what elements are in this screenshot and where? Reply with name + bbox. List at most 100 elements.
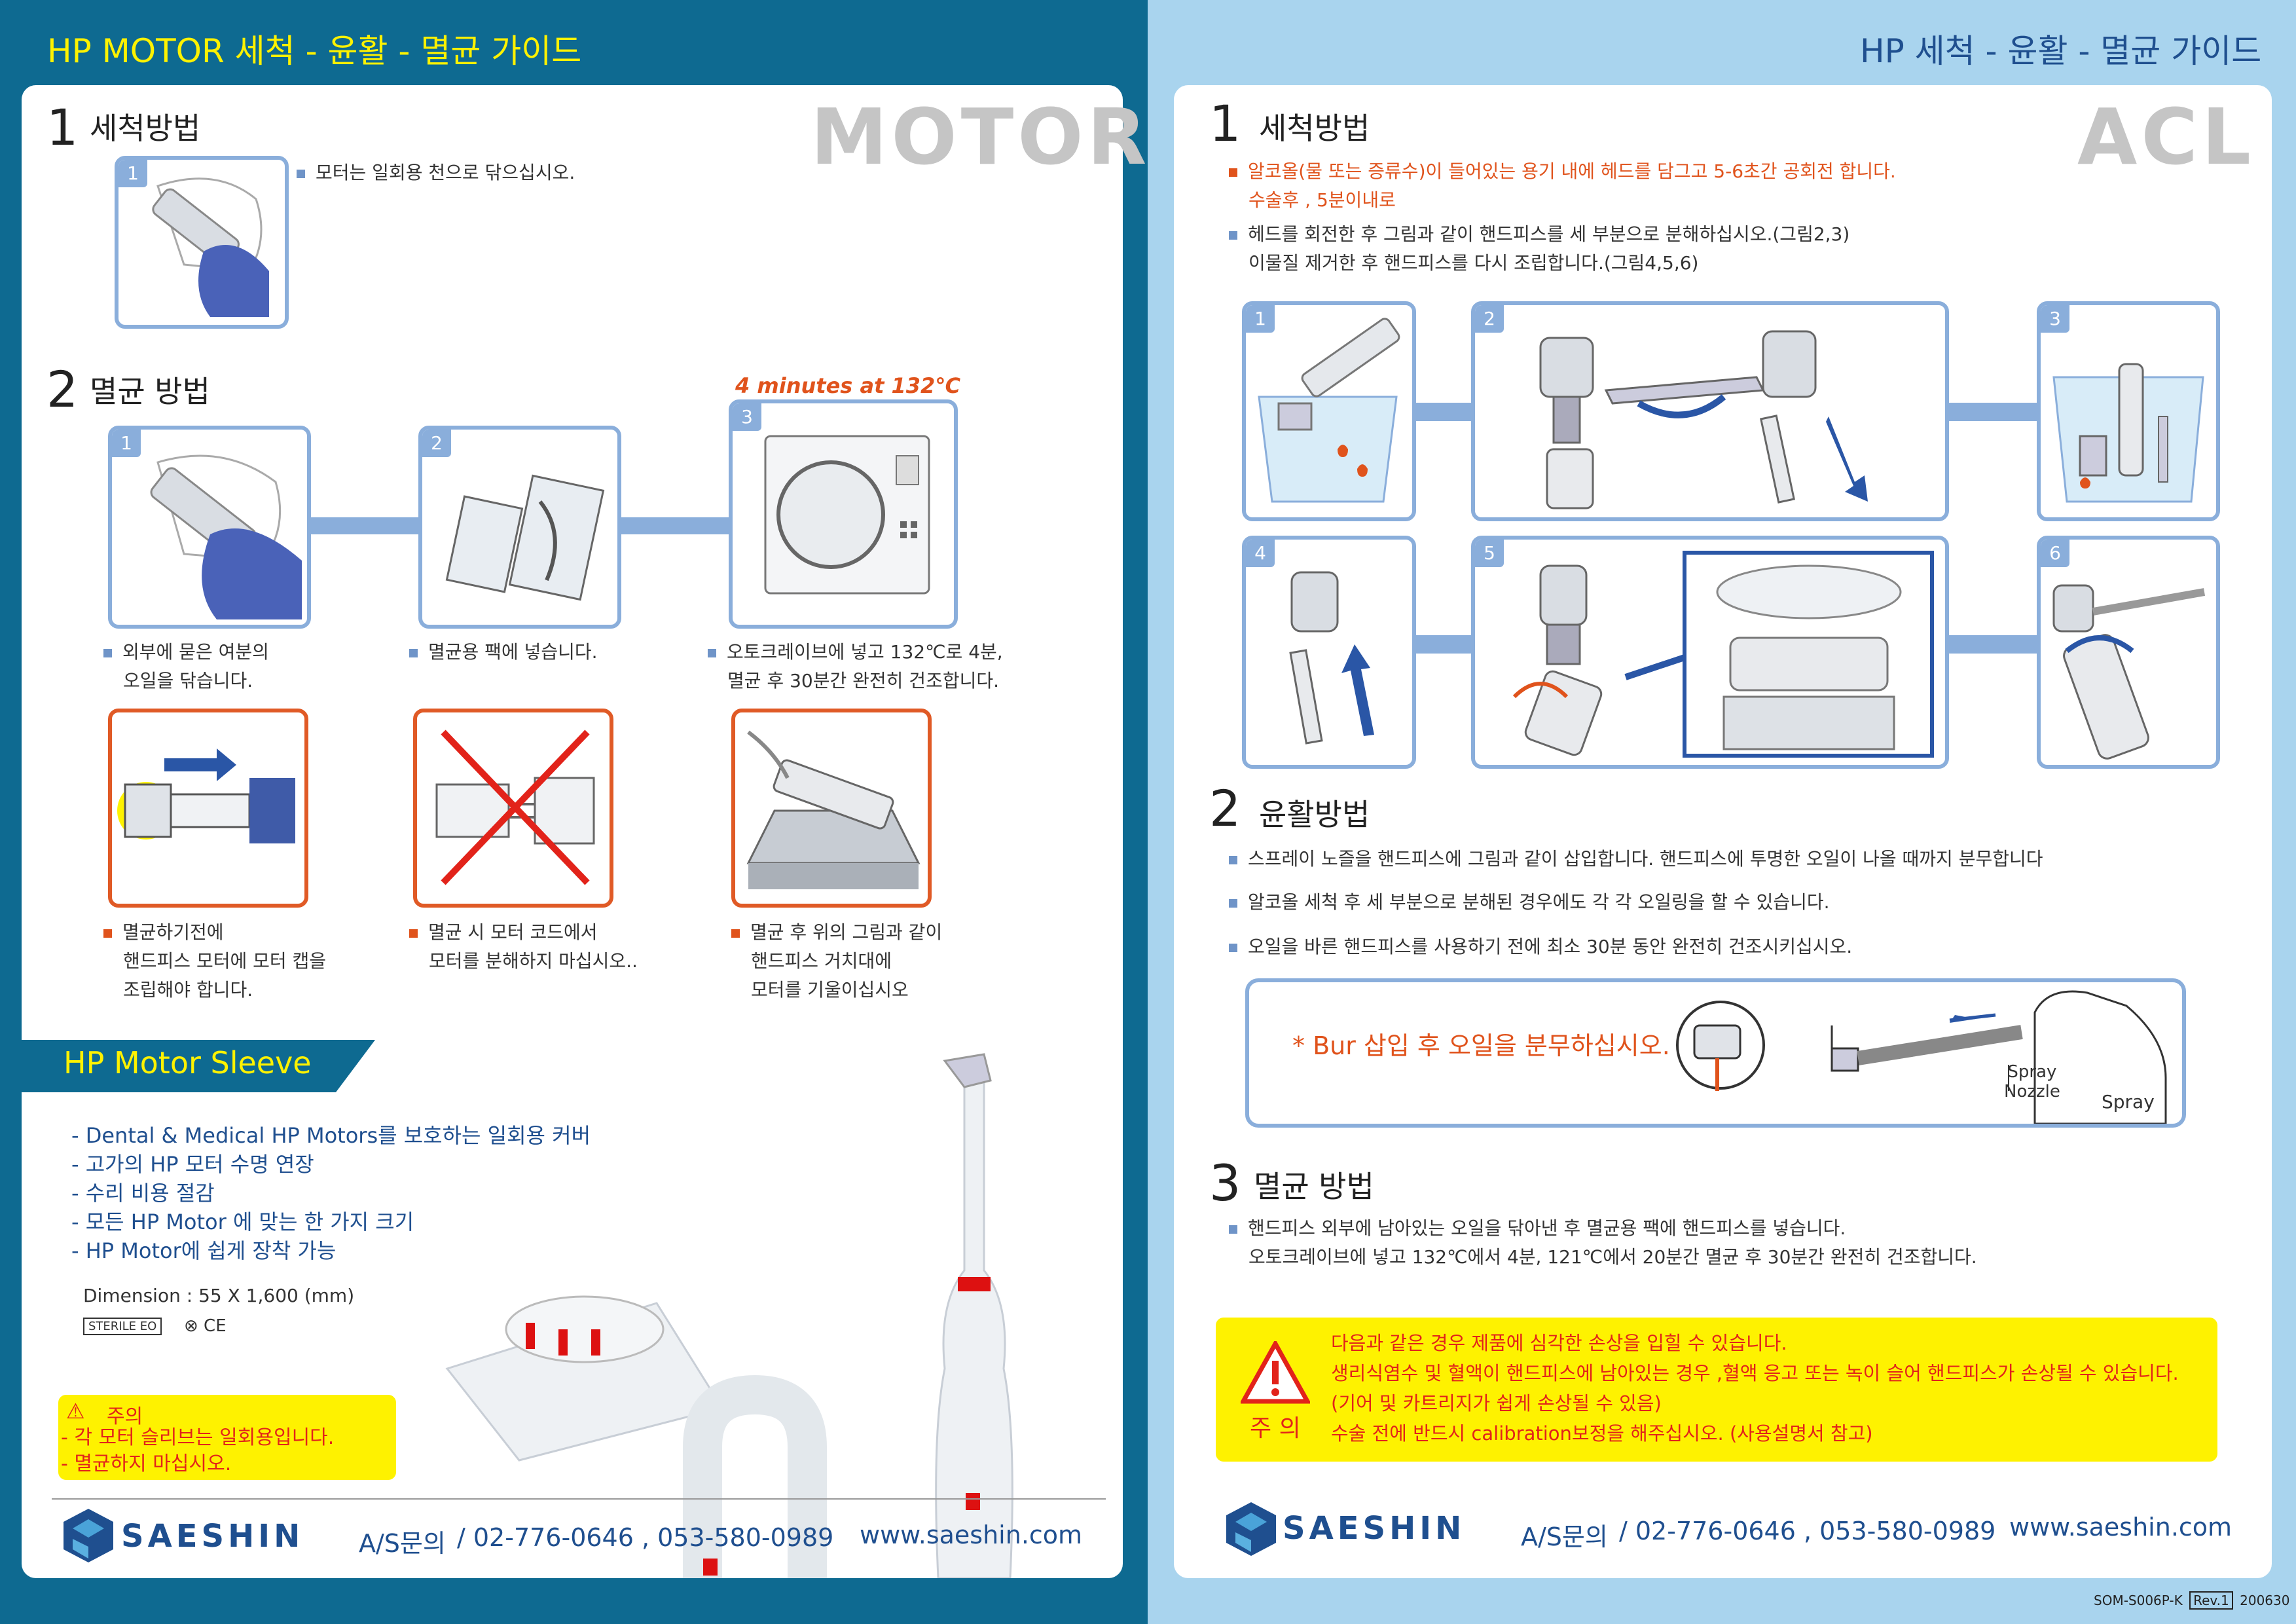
parts-in-liquid-icon bbox=[2052, 363, 2204, 503]
wipe-motor-icon bbox=[152, 177, 269, 317]
step-badge: 1 bbox=[118, 160, 147, 187]
sleeve-product-illustration bbox=[445, 1053, 1013, 1578]
sterilization-pouch-icon bbox=[445, 474, 605, 601]
acl-step6-image: 6 bbox=[2037, 536, 2220, 769]
connector bbox=[1945, 635, 2043, 654]
warning-triangle-icon bbox=[1241, 1341, 1310, 1404]
step-badge: 2 bbox=[422, 430, 451, 457]
sleeve-feature: - 수리 비용 절감 bbox=[71, 1181, 215, 1206]
step-badge: 2 bbox=[1475, 305, 1504, 333]
brand-name: SAESHIN bbox=[1283, 1510, 1466, 1547]
reassemble-step5-icon bbox=[1512, 551, 1934, 758]
acl-step3-image: 3 bbox=[2037, 301, 2220, 521]
sec1-bullet: 모터는 일회용 천으로 닦으십시오. bbox=[297, 158, 575, 187]
caution1-image bbox=[108, 709, 308, 908]
right-header-title: HP 세척 - 윤활 - 멸균 가이드 bbox=[1860, 32, 2262, 70]
as-label: A/S문의 bbox=[1521, 1522, 1608, 1551]
acl-step5-image: 5 bbox=[1471, 536, 1949, 769]
r-sec1-number: 1 bbox=[1209, 94, 1241, 153]
connector bbox=[1945, 403, 2043, 421]
sleeve-feature: - HP Motor에 쉽게 장착 가능 bbox=[71, 1238, 337, 1263]
sleeve-warning-title: 주의 bbox=[107, 1405, 143, 1428]
immerse-head-icon bbox=[1258, 318, 1400, 503]
sleeve-dimension: Dimension : 55 X 1,600 (mm) bbox=[83, 1285, 355, 1306]
r-sec2-bullet1: 스프레이 노즐을 핸드피스에 그림과 같이 삽입합니다. 핸드피스에 투명한 오… bbox=[1229, 845, 2043, 874]
reassemble-step4-icon bbox=[1289, 571, 1374, 745]
step-badge: 4 bbox=[1246, 540, 1275, 567]
r-sec2-bullet2: 알코올 세척 후 세 부분으로 분해된 경우에도 각 각 오일링을 할 수 있습… bbox=[1229, 888, 1830, 917]
as-phone-numbers: / 02-776-0646 , 053-580-0989 bbox=[457, 1523, 834, 1552]
caution-line: 다음과 같은 경우 제품에 심각한 손상을 입힐 수 있습니다. bbox=[1331, 1332, 1787, 1354]
do-not-disassemble-icon bbox=[435, 729, 595, 885]
saeshin-logo-icon bbox=[64, 1509, 113, 1562]
left-page: HP MOTOR 세척 - 윤활 - 멸균 가이드 MOTOR 1 세척방법 1… bbox=[0, 0, 1148, 1624]
handpiece-stand-icon bbox=[746, 730, 920, 889]
sec1-step1-image: 1 bbox=[115, 156, 289, 329]
footer-divider bbox=[52, 1498, 1106, 1500]
sec2-step3-image: 3 bbox=[729, 399, 958, 629]
r-sec3-title: 멸균 방법 bbox=[1254, 1169, 1374, 1204]
left-header-title: HP MOTOR 세척 - 윤활 - 멸균 가이드 bbox=[47, 32, 582, 70]
as-phone-numbers: / 02-776-0646 , 053-580-0989 bbox=[1619, 1517, 1996, 1545]
sleeve-warning-lines: - 각 모터 슬리브는 일회용입니다. - 멸균하지 마십시오. bbox=[61, 1425, 334, 1477]
sleeve-feature: - 모든 HP Motor 에 맞는 한 가지 크기 bbox=[71, 1209, 414, 1234]
step-badge: 3 bbox=[2041, 305, 2069, 333]
step-badge: 1 bbox=[112, 430, 141, 457]
caution3-image bbox=[731, 709, 932, 908]
website-link[interactable]: www.saeshin.com bbox=[860, 1521, 1083, 1549]
sleeve-banner-shape bbox=[22, 1040, 375, 1092]
caution-label: 주 의 bbox=[1250, 1415, 1301, 1442]
r-sec2-number: 2 bbox=[1209, 779, 1241, 838]
website-link[interactable]: www.saeshin.com bbox=[2009, 1513, 2232, 1541]
motor-watermark: MOTOR bbox=[811, 92, 1151, 182]
sec2-step1-image: 1 bbox=[108, 426, 311, 629]
r-sec2-bullet3: 오일을 바른 핸드피스를 사용하기 전에 최소 30분 동안 완전히 건조시키십… bbox=[1229, 932, 1852, 961]
sec2-number: 2 bbox=[46, 360, 79, 418]
sec2-step2-text: 멸균용 팩에 넣습니다. bbox=[409, 638, 598, 667]
revision-badge: Rev.1 bbox=[2189, 1591, 2233, 1610]
warning-line: - 각 모터 슬리브는 일회용입니다. bbox=[61, 1426, 335, 1449]
right-panel: ACL 1 세척방법 알코올(물 또는 증류수)이 들어있는 용기 내에 헤드를… bbox=[1174, 85, 2272, 1578]
autoclave-time-note: 4 minutes at 132℃ bbox=[735, 373, 961, 398]
sleeve-feature: - 고가의 HP 모터 수명 연장 bbox=[71, 1152, 314, 1177]
acl-step1-image: 1 bbox=[1242, 301, 1416, 521]
sterile-eo-mark: STERILE EO bbox=[83, 1318, 162, 1335]
caution-lines: 다음과 같은 경우 제품에 심각한 손상을 입힐 수 있습니다. 생리식염수 및… bbox=[1331, 1328, 2179, 1449]
sec2-step3-text: 오토크레이브에 넣고 132℃로 4분,멸균 후 30분간 완전히 건조합니다. bbox=[708, 638, 1003, 695]
ce-mark-icon: ⊗ CE bbox=[184, 1316, 227, 1336]
caution-line: 수술 전에 반드시 calibration보정을 해주십시오. (사용설명서 참… bbox=[1331, 1422, 1873, 1445]
step-badge: 3 bbox=[733, 403, 761, 431]
as-label: A/S문의 bbox=[359, 1529, 446, 1558]
r-sec2-title: 윤활방법 bbox=[1259, 797, 1370, 832]
step-badge: 1 bbox=[1246, 305, 1275, 333]
caution-box: 주 의 다음과 같은 경우 제품에 심각한 손상을 입힐 수 있습니다. 생리식… bbox=[1216, 1318, 2217, 1462]
step-badge: 6 bbox=[2041, 540, 2069, 567]
warning-icon: ⚠ bbox=[66, 1399, 85, 1424]
sec1-title: 세척방법 bbox=[90, 111, 201, 146]
reassemble-step6-icon bbox=[2052, 584, 2206, 760]
r-sec1-title: 세척방법 bbox=[1259, 111, 1370, 146]
acl-watermark: ACL bbox=[2077, 92, 2255, 182]
sec2-step2-image: 2 bbox=[418, 426, 621, 629]
warning-line: - 멸균하지 마십시오. bbox=[61, 1452, 232, 1475]
document-code: SOM-S006P-K Rev.1 200630 bbox=[2094, 1591, 2290, 1610]
brand-name: SAESHIN bbox=[121, 1518, 304, 1555]
left-panel: MOTOR 1 세척방법 1 모터는 일회용 천으로 닦으십시오. 2 멸균 방… bbox=[22, 85, 1146, 1578]
acl-step2-image: 2 bbox=[1471, 301, 1949, 521]
sec2-title: 멸균 방법 bbox=[90, 374, 210, 409]
r-sec1-bullet2: 헤드를 회전한 후 그림과 같이 핸드피스를 세 부분으로 분해하십시오.(그림… bbox=[1229, 220, 1850, 278]
caution2-image bbox=[413, 709, 613, 908]
bur-note: * Bur 삽입 후 오일을 분무하십시오. bbox=[1292, 1031, 1670, 1060]
sleeve-feature-list: - Dental & Medical HP Motors를 보호하는 일회용 커… bbox=[71, 1121, 591, 1265]
caution-line: 생리식염수 및 혈액이 핸드피스에 남아있는 경우 ,혈액 응고 또는 녹이 슬… bbox=[1331, 1362, 2179, 1384]
sleeve-feature: - Dental & Medical HP Motors를 보호하는 일회용 커… bbox=[71, 1123, 591, 1148]
sleeve-warning-box: ⚠ 주의 - 각 모터 슬리브는 일회용입니다. - 멸균하지 마십시오. bbox=[58, 1395, 396, 1480]
wipe-motor-icon bbox=[150, 454, 302, 619]
acl-step4-image: 4 bbox=[1242, 536, 1416, 769]
sec1-number: 1 bbox=[46, 98, 79, 157]
